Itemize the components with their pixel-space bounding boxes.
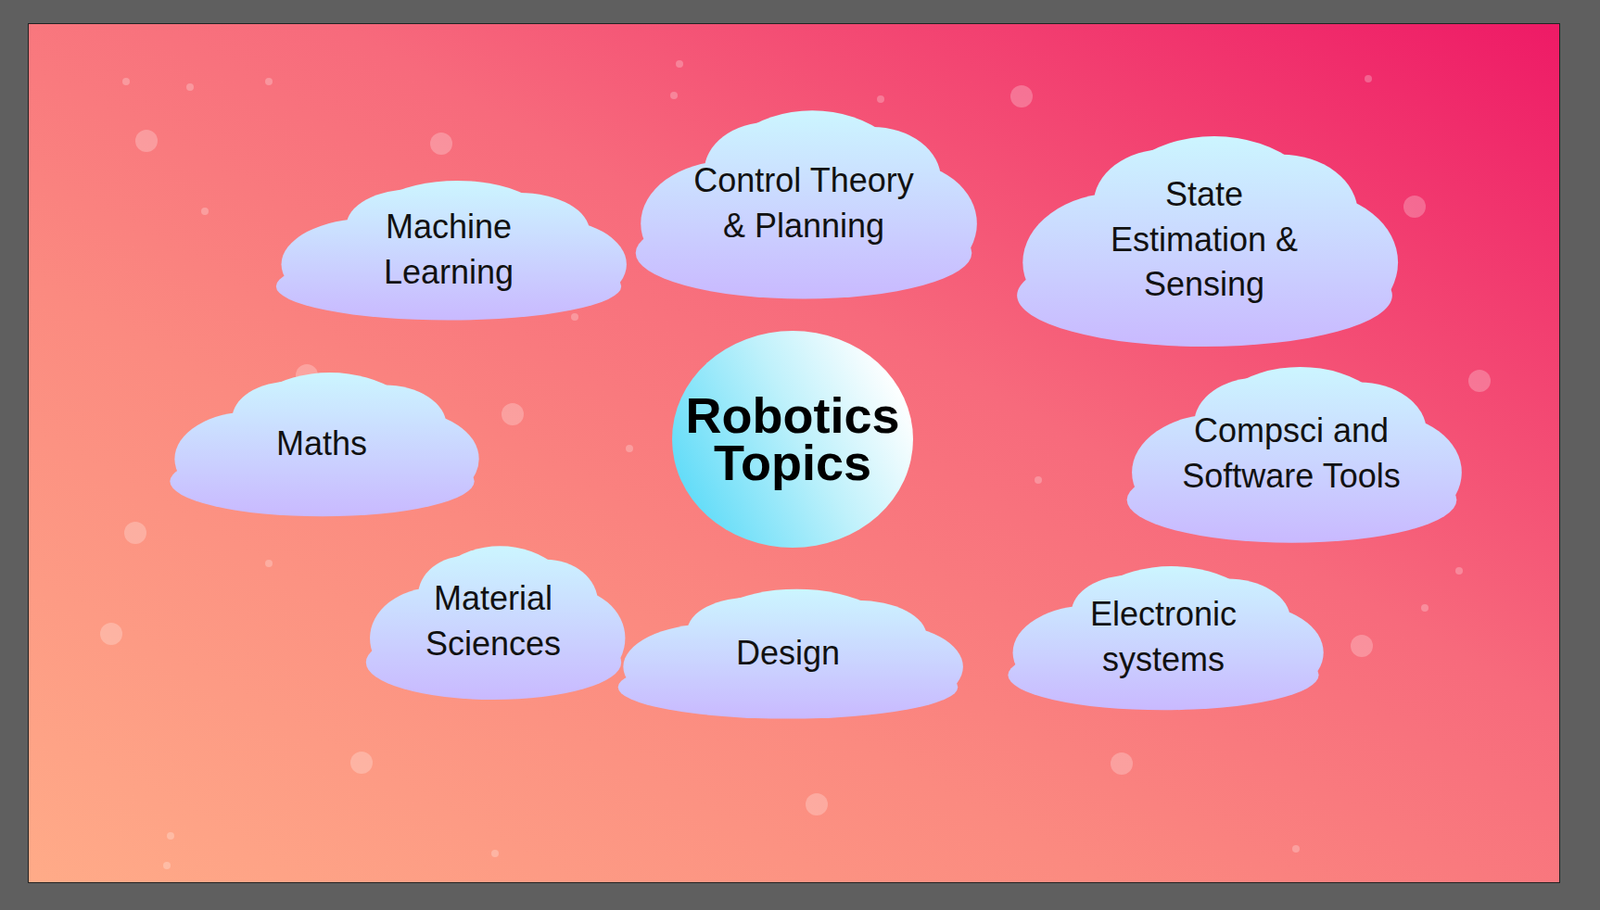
topic-label: Material Sciences <box>413 576 573 667</box>
topic-label: Electronic systems <box>1079 592 1248 683</box>
topic-label: Compsci and Software Tools <box>1174 408 1409 499</box>
topic-cloud: Design <box>614 585 962 722</box>
topic-label: Maths <box>242 421 401 468</box>
central-topic: Robotics Topics <box>676 392 909 488</box>
cloud-shape <box>632 105 976 303</box>
topic-cloud: Control Theory & Planning <box>632 105 976 303</box>
topic-circle: Robotics Topics <box>672 330 914 548</box>
topic-cloud: State Estimation & Sensing <box>1013 130 1397 351</box>
topic-cloud: Electronic systems <box>1004 562 1322 713</box>
topic-cloud: Machine Learning <box>272 177 625 323</box>
cloud-shape <box>1004 562 1322 713</box>
topic-cloud: Maths <box>166 368 478 520</box>
cloud-shape <box>363 542 624 703</box>
topic-label: Control Theory & Planning <box>682 158 926 249</box>
topic-cloud: Material Sciences <box>363 542 624 703</box>
topic-label: State Estimation & Sensing <box>1103 172 1306 308</box>
topic-label: Design <box>704 631 872 677</box>
circle-fill <box>672 330 914 548</box>
cloud-shape <box>272 177 625 323</box>
cloud-shape <box>1123 362 1461 547</box>
topic-cloud: Compsci and Software Tools <box>1123 362 1461 547</box>
topic-label: Machine Learning <box>368 204 531 295</box>
